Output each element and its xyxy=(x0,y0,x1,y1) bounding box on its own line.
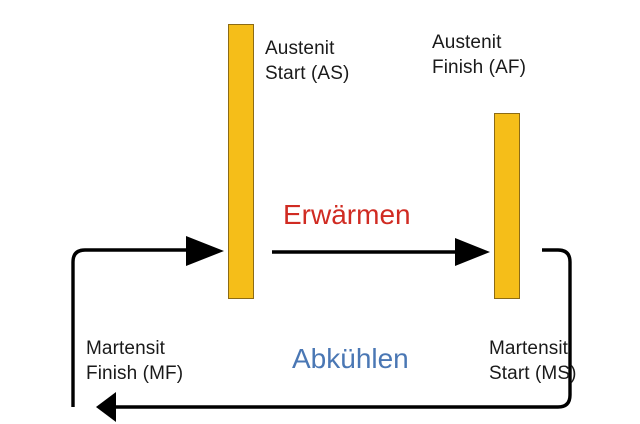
austenit-finish-label: Austenit Finish (AF) xyxy=(432,32,526,78)
austenit-finish-bar xyxy=(494,113,520,299)
arrow-into-austenit-start-head xyxy=(186,236,224,266)
arrow-cooling-return-line xyxy=(112,248,572,409)
arrow-heating-head xyxy=(455,238,490,266)
martensit-start-label: Martensit Start (MS) xyxy=(489,338,577,384)
heating-process-label: Erwärmen xyxy=(283,199,411,230)
cooling-process-label: Abkühlen xyxy=(292,343,409,374)
arrow-into-austenit-start-line xyxy=(71,248,190,407)
austenit-start-bar xyxy=(228,24,254,299)
austenit-start-label: Austenit Start (AS) xyxy=(265,38,350,84)
arrow-cooling-return-head xyxy=(96,392,116,422)
martensit-finish-label: Martensit Finish (MF) xyxy=(86,338,184,384)
